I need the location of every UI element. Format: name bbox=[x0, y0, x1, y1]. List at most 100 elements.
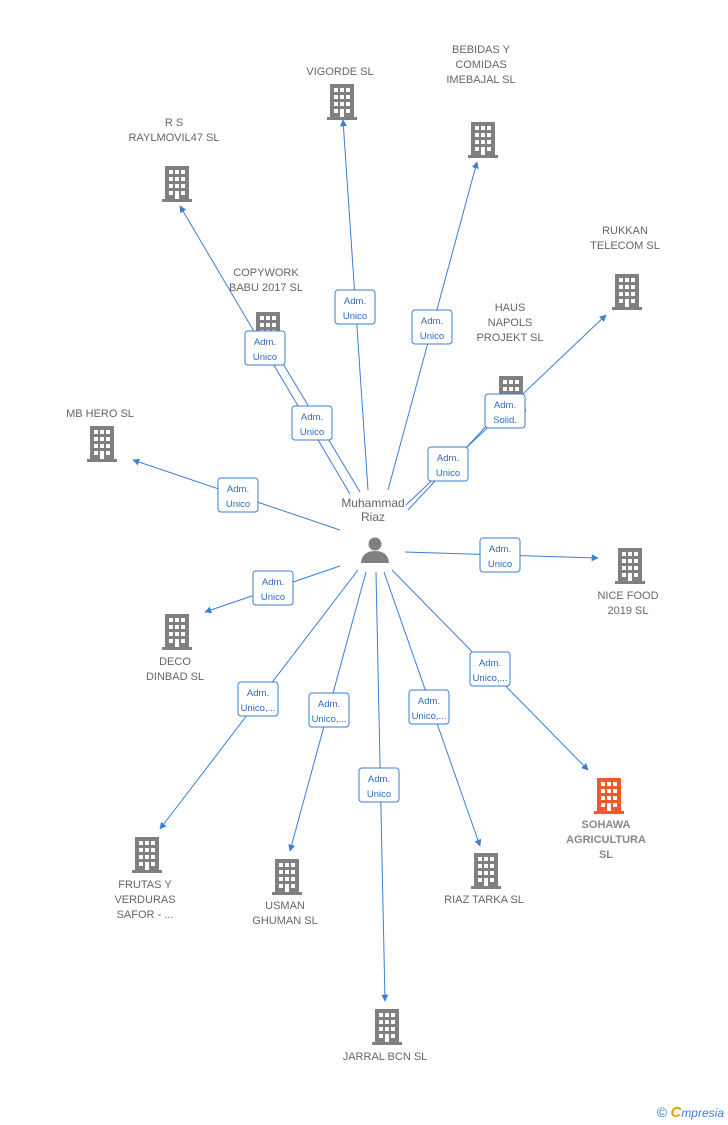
relation-label-text: Unico bbox=[367, 789, 391, 800]
relation-label-text: Unico bbox=[300, 427, 324, 438]
relation-label-box bbox=[308, 692, 350, 728]
relation-label-text: Unico bbox=[488, 559, 512, 570]
relation-label-text: Unico,... bbox=[473, 673, 508, 684]
person-name-line: Muhammad bbox=[341, 496, 404, 510]
copyright-symbol: © bbox=[656, 1104, 668, 1120]
relation-label-text: Unico,... bbox=[241, 703, 276, 714]
relation-label-text: Adm. bbox=[421, 316, 443, 327]
relation-label-riaz-tarka[interactable]: Adm.Unico,... bbox=[408, 689, 450, 725]
building-icon bbox=[162, 614, 192, 650]
relation-label-sohawa[interactable]: Adm. Unico,... bbox=[469, 651, 511, 687]
relation-label-text: Adm. bbox=[368, 774, 390, 785]
relation-label-text: Adm. bbox=[479, 658, 501, 669]
building-icon bbox=[468, 122, 498, 158]
relation-label-text: Unico bbox=[253, 352, 277, 363]
company-name-line: COPYWORK bbox=[233, 267, 299, 279]
relation-label-haus-napols[interactable]: Adm. Solid. bbox=[484, 393, 526, 429]
relation-label-deco-dinbad[interactable]: Adm.Unico bbox=[252, 570, 294, 606]
company-name-line: RAYLMOVIL47 SL bbox=[129, 132, 220, 144]
company-name-line: COMIDAS bbox=[455, 59, 506, 71]
company-name-line: BABU 2017 SL bbox=[229, 282, 303, 294]
relation-label-rs-raylmovil[interactable]: Adm. Unico bbox=[244, 330, 286, 366]
relation-label-frutas[interactable]: Adm. Unico,... bbox=[237, 681, 279, 717]
company-name-line: RIAZ TARKA SL bbox=[444, 894, 524, 906]
building-icon bbox=[612, 274, 642, 310]
relation-label-box bbox=[291, 405, 333, 441]
relation-label-text: Unico bbox=[420, 331, 444, 342]
building-icon bbox=[87, 426, 117, 462]
company-node-jarral[interactable]: JARRAL BCN SL bbox=[343, 1009, 428, 1063]
relation-label-usman[interactable]: Adm.Unico,... bbox=[308, 692, 350, 728]
building-icon bbox=[132, 837, 162, 873]
company-name-line: HAUS bbox=[495, 302, 526, 314]
relation-label-vigorde[interactable]: Adm. Unico bbox=[334, 289, 376, 325]
relation-label-text: Unico bbox=[261, 592, 285, 603]
company-name-line: SL bbox=[599, 849, 613, 861]
building-icon bbox=[471, 853, 501, 889]
company-name-line: VERDURAS bbox=[114, 894, 175, 906]
relation-label-text: Solid. bbox=[493, 415, 517, 426]
company-name-line: SAFOR - ... bbox=[117, 909, 174, 921]
relation-label-text: Unico bbox=[226, 499, 250, 510]
relation-label-text: Adm. bbox=[254, 337, 276, 348]
relation-label-nice-food[interactable]: Adm. Unico bbox=[479, 537, 521, 573]
company-node-copywork[interactable]: COPYWORK BABU 2017 SL bbox=[229, 267, 303, 348]
company-node-vigorde[interactable]: VIGORDE SL bbox=[306, 66, 374, 120]
relation-label-box bbox=[358, 767, 400, 803]
relation-label-box bbox=[237, 681, 279, 717]
relation-label-copywork[interactable]: Adm. Unico bbox=[291, 405, 333, 441]
brand-logo-initial: C bbox=[670, 1104, 682, 1121]
company-name-line: NICE FOOD bbox=[597, 590, 658, 602]
company-name-line: GHUMAN SL bbox=[252, 915, 317, 927]
building-icon bbox=[594, 778, 624, 814]
relation-label-text: Adm. bbox=[494, 400, 516, 411]
footer-brand[interactable]: © Cmpresia bbox=[657, 1104, 724, 1121]
relation-label-text: Adm. bbox=[247, 688, 269, 699]
brand-logo-text: mpresia bbox=[681, 1106, 724, 1120]
relation-label-mb-hero[interactable]: Adm.Unico bbox=[217, 477, 259, 513]
company-name-line: SOHAWA bbox=[582, 819, 631, 831]
relation-label-bebidas[interactable]: Adm. Unico bbox=[411, 309, 453, 345]
person-icon bbox=[361, 537, 389, 563]
company-name-line: MB HERO SL bbox=[66, 408, 134, 420]
relation-label-box bbox=[334, 289, 376, 325]
company-name-line: 2019 SL bbox=[608, 605, 649, 617]
relation-label-text: Adm. bbox=[301, 412, 323, 423]
building-icon bbox=[162, 166, 192, 202]
building-icon bbox=[327, 84, 357, 120]
company-name-line: IMEBAJAL SL bbox=[446, 74, 515, 86]
relation-label-text: Adm. bbox=[489, 544, 511, 555]
relation-label-box bbox=[252, 570, 294, 606]
company-name-line: FRUTAS Y bbox=[118, 879, 172, 891]
relation-label-text: Unico,... bbox=[312, 714, 347, 725]
relation-label-jarral[interactable]: Adm. Unico bbox=[358, 767, 400, 803]
relation-label-rukkan[interactable]: Adm.Unico bbox=[427, 446, 469, 482]
relation-label-box bbox=[411, 309, 453, 345]
relation-label-text: Adm. bbox=[344, 296, 366, 307]
relation-label-box bbox=[408, 689, 450, 725]
relation-label-text: Unico bbox=[343, 311, 367, 322]
relation-label-text: Adm. bbox=[418, 696, 440, 707]
company-node-frutas[interactable]: FRUTAS Y VERDURAS SAFOR - ... bbox=[114, 837, 176, 921]
building-icon bbox=[615, 548, 645, 584]
company-node-nice-food[interactable]: NICE FOOD 2019 SL bbox=[597, 548, 659, 617]
relation-label-box bbox=[479, 537, 521, 573]
relation-label-box bbox=[484, 393, 526, 429]
company-name-line: VIGORDE SL bbox=[306, 66, 373, 78]
relation-label-box bbox=[427, 446, 469, 482]
company-node-mb-hero[interactable]: MB HERO SL bbox=[66, 408, 134, 462]
company-node-riaz-tarka[interactable]: RIAZ TARKA SL bbox=[444, 853, 524, 906]
relation-label-box bbox=[469, 651, 511, 687]
company-name-line: RUKKAN bbox=[602, 225, 648, 237]
